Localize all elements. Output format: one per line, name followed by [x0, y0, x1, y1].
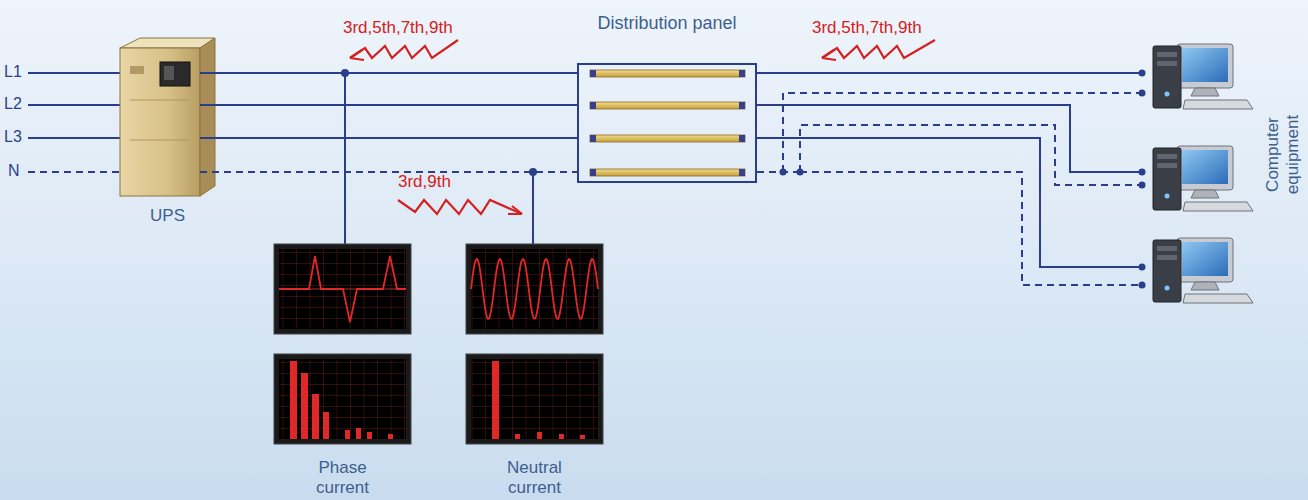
distribution-panel: Distribution panel	[577, 63, 757, 183]
bus-bar	[590, 70, 745, 176]
phase-name: N	[8, 162, 20, 180]
group-label: Computer equipment	[1263, 95, 1302, 215]
node-label: Distribution panel	[597, 13, 737, 34]
harmonic-label: 3rd,5th,7th,9th	[812, 18, 922, 38]
power-wire	[200, 72, 577, 74]
oscilloscope	[274, 244, 603, 444]
node-label: Phase current	[298, 458, 388, 497]
node-label: UPS	[120, 206, 215, 226]
harmonic-label: 3rd,5th,7th,9th	[343, 18, 453, 38]
phase-name: L3	[4, 128, 22, 146]
node-label: Neutral current	[490, 458, 580, 497]
power-wire	[200, 137, 577, 139]
harmonic-label: 3rd,9th	[398, 172, 451, 192]
junction-dot	[780, 70, 1146, 289]
wire	[757, 73, 1142, 285]
phase-name: L1	[4, 63, 22, 81]
computer-icon	[1153, 44, 1253, 303]
junction-dot	[341, 69, 537, 176]
neutral-current-scope: Neutral current	[466, 244, 603, 444]
probe-line	[345, 73, 533, 245]
harmonic-arrow	[350, 40, 935, 214]
power-wire	[200, 104, 577, 106]
phase-name: L2	[4, 95, 22, 113]
power-wire	[200, 171, 577, 173]
phase-current-scope: Phase current	[274, 244, 411, 444]
wire	[28, 73, 120, 172]
ups-unit: UPS	[120, 38, 215, 196]
